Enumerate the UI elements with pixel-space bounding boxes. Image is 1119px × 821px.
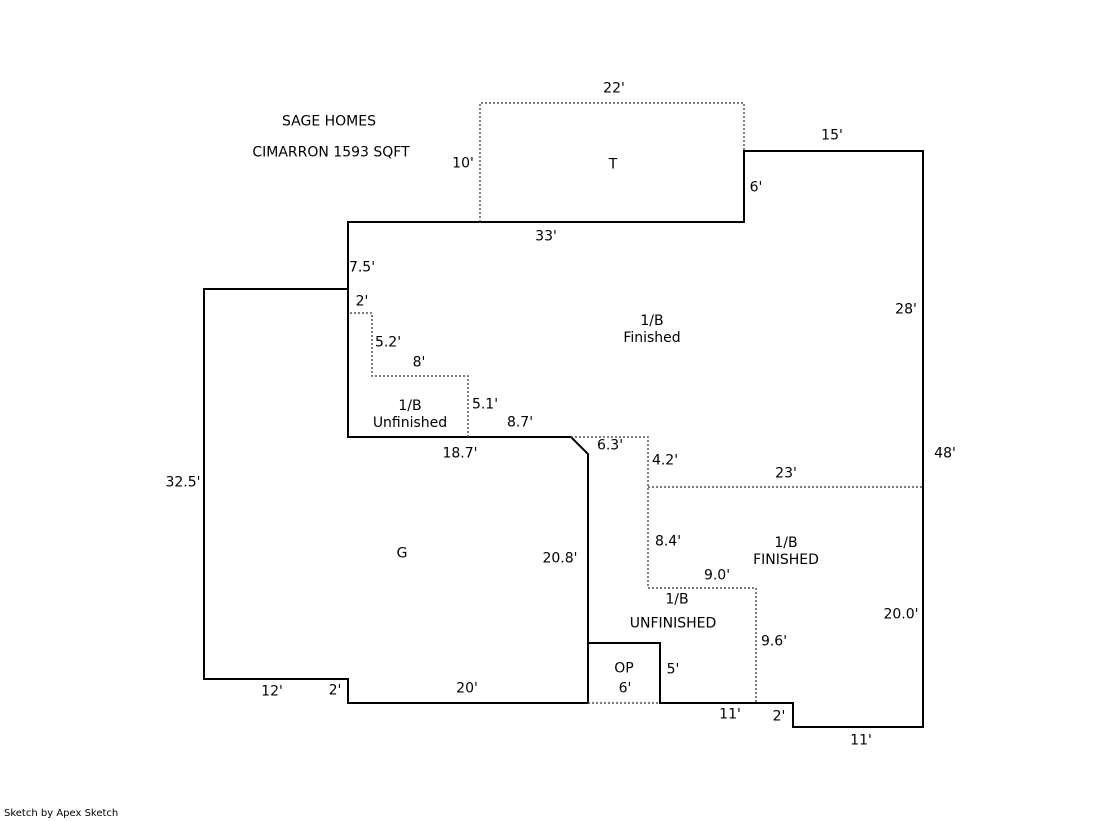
dimension-label: 2' <box>355 293 369 310</box>
credit-text: Sketch by Apex Sketch <box>4 808 119 819</box>
dimension-label: 5.1' <box>471 396 499 413</box>
dimension-label: 20' <box>456 680 478 697</box>
dimension-label: 20.8' <box>542 550 578 567</box>
dimension-label: 2' <box>328 682 342 699</box>
dimension-label: 11' <box>850 732 872 749</box>
unfinished-boundary <box>350 312 469 437</box>
porch-dimension: 6' <box>618 680 632 697</box>
dimension-label: 11' <box>719 706 741 723</box>
builder-label: SAGE HOMES <box>282 113 376 130</box>
exterior-wall <box>203 150 924 728</box>
area-code: 1/B <box>398 398 422 414</box>
dimension-label: 6.3' <box>596 437 624 454</box>
area-lower-unfinished-status: UNFINISHED <box>629 615 717 632</box>
dimension-label: 5' <box>666 661 680 678</box>
dimension-label: 8.7' <box>506 414 534 431</box>
dimension-label: 9.0' <box>703 567 731 584</box>
area-code: 1/B <box>774 535 798 551</box>
area-status: FINISHED <box>753 552 819 568</box>
dimension-label: 32.5' <box>165 474 201 491</box>
dimension-label: 8' <box>412 354 426 371</box>
lower-unfinished-boundary <box>571 436 757 703</box>
area-lower-unfinished-code: 1/B <box>665 591 689 608</box>
dimension-label: 20.0' <box>883 606 919 623</box>
dimension-label: 8.4' <box>654 533 682 550</box>
model-label: CIMARRON 1593 SQFT <box>252 144 410 161</box>
area-garage: G <box>396 545 408 562</box>
dimension-label: 10' <box>452 155 474 172</box>
dimension-label: 5.2' <box>374 334 402 351</box>
area-status: Finished <box>623 330 681 346</box>
dimension-label: 48' <box>934 445 956 462</box>
dimension-label: 12' <box>261 683 283 700</box>
dimension-label: 7.5' <box>348 259 376 276</box>
dimension-label: 2' <box>772 708 786 725</box>
area-porch: OP <box>614 660 634 677</box>
dimension-label: 33' <box>535 228 557 245</box>
dimension-label: 6' <box>749 179 763 196</box>
dimension-label: 23' <box>775 465 797 482</box>
dimension-label: 18.7' <box>442 445 478 462</box>
dimension-label: 4.2' <box>651 452 679 469</box>
dimension-label: 22' <box>603 80 625 97</box>
area-code: 1/B <box>640 313 664 329</box>
dimension-label: 15' <box>821 127 843 144</box>
area-status: Unfinished <box>372 415 448 431</box>
dimension-label: 9.6' <box>760 633 788 650</box>
area-terrace: T <box>608 156 618 173</box>
dimension-label: 28' <box>895 301 917 318</box>
